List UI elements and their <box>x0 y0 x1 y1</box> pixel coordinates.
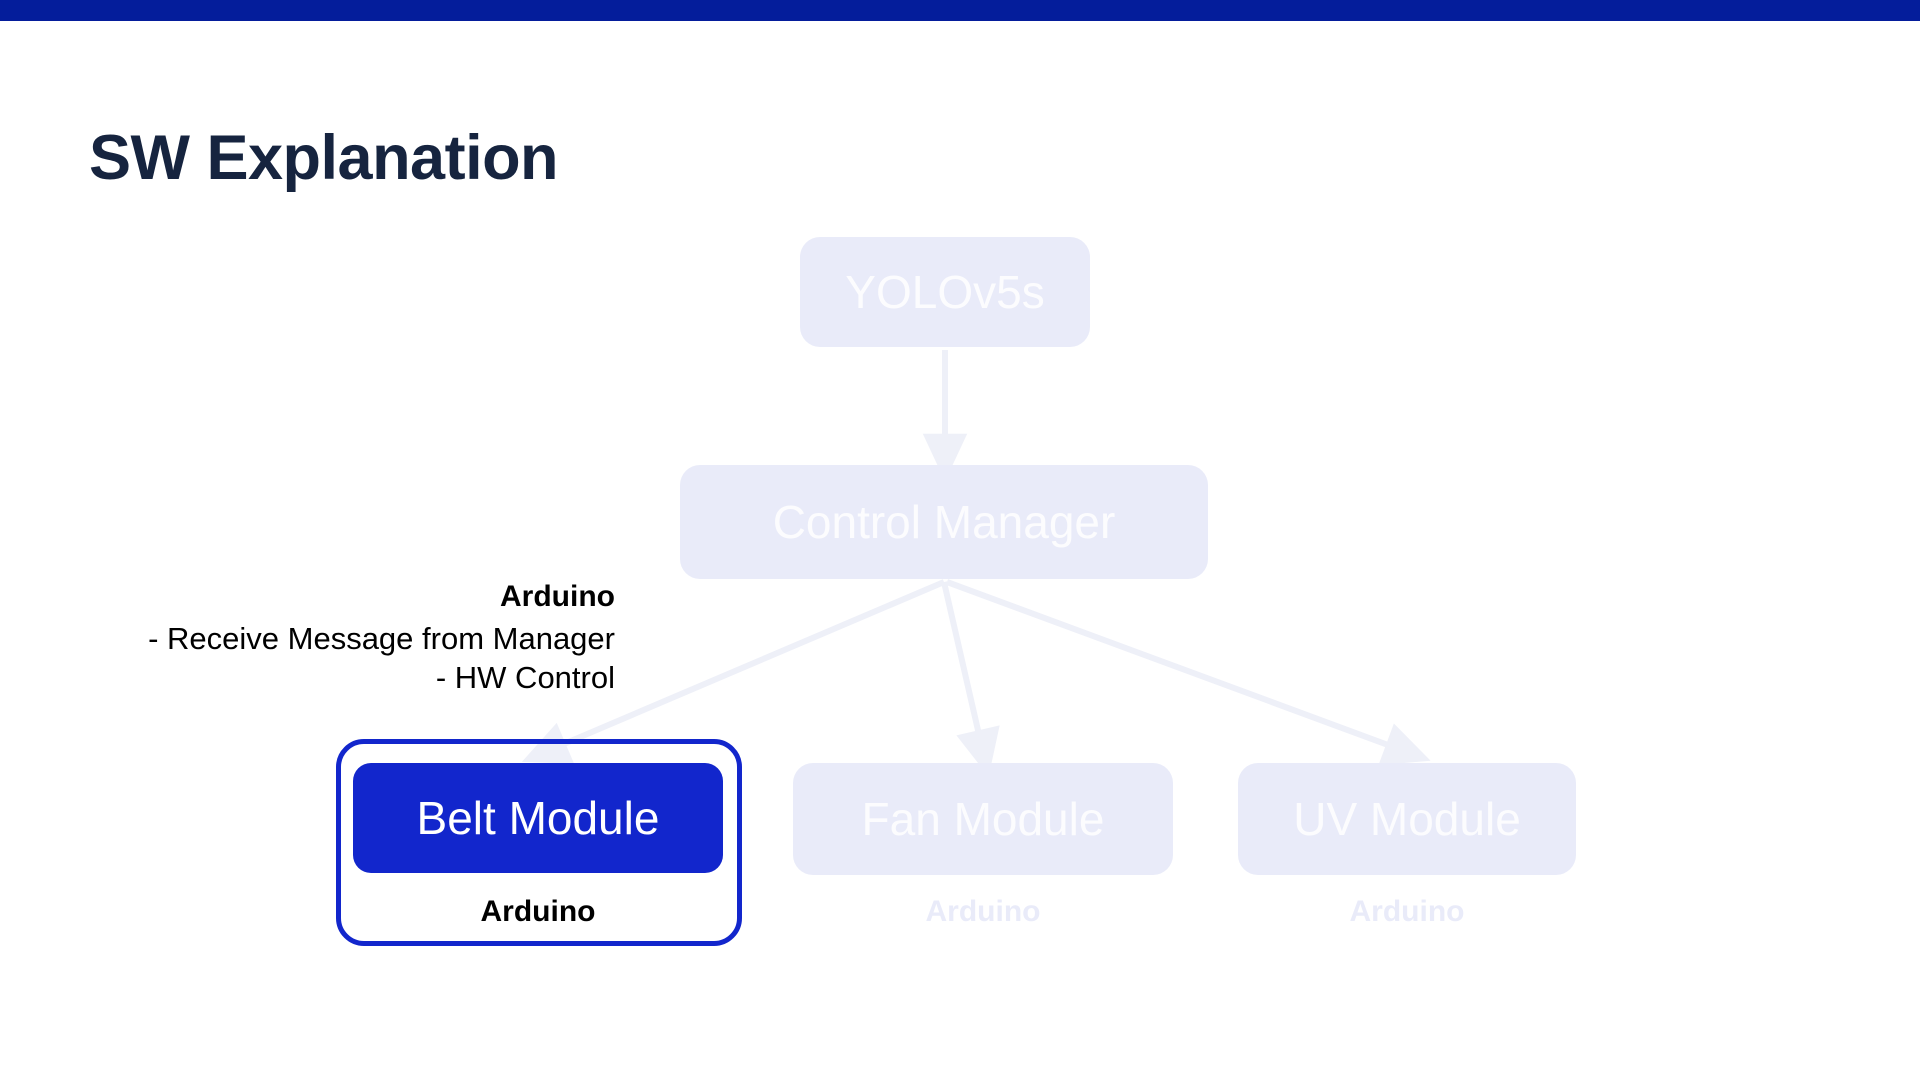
node-fan-module-label: Fan Module <box>861 793 1105 845</box>
edge-control-to-fan <box>941 581 1000 777</box>
page-title: SW Explanation <box>89 123 559 194</box>
annotation-line-2: - HW Control <box>435 660 615 696</box>
caption-uv-module: Arduino <box>1349 895 1465 928</box>
node-control-manager[interactable]: Control Manager <box>680 465 1208 579</box>
top-accent-bar <box>0 0 1920 21</box>
annotation-line-1: - Receive Message from Manager <box>148 620 615 656</box>
belt-module-highlight-frame <box>336 739 742 946</box>
caption-belt-module: Arduino <box>480 895 596 928</box>
node-belt-module[interactable]: Belt Module <box>353 763 723 873</box>
node-yolov5s-label: YOLOv5s <box>845 266 1045 318</box>
edge-control-to-uv <box>945 579 1431 766</box>
annotation-heading: Arduino <box>500 580 615 613</box>
node-yolov5s[interactable]: YOLOv5s <box>800 237 1090 347</box>
node-uv-module-label: UV Module <box>1293 793 1521 845</box>
node-uv-module[interactable]: UV Module <box>1238 763 1576 875</box>
node-fan-module[interactable]: Fan Module <box>793 763 1173 875</box>
caption-fan-module: Arduino <box>925 895 1041 928</box>
node-control-manager-label: Control Manager <box>772 496 1116 548</box>
annotation-block: Arduino - Receive Message from Manager -… <box>40 577 615 698</box>
node-belt-module-label: Belt Module <box>416 792 660 844</box>
